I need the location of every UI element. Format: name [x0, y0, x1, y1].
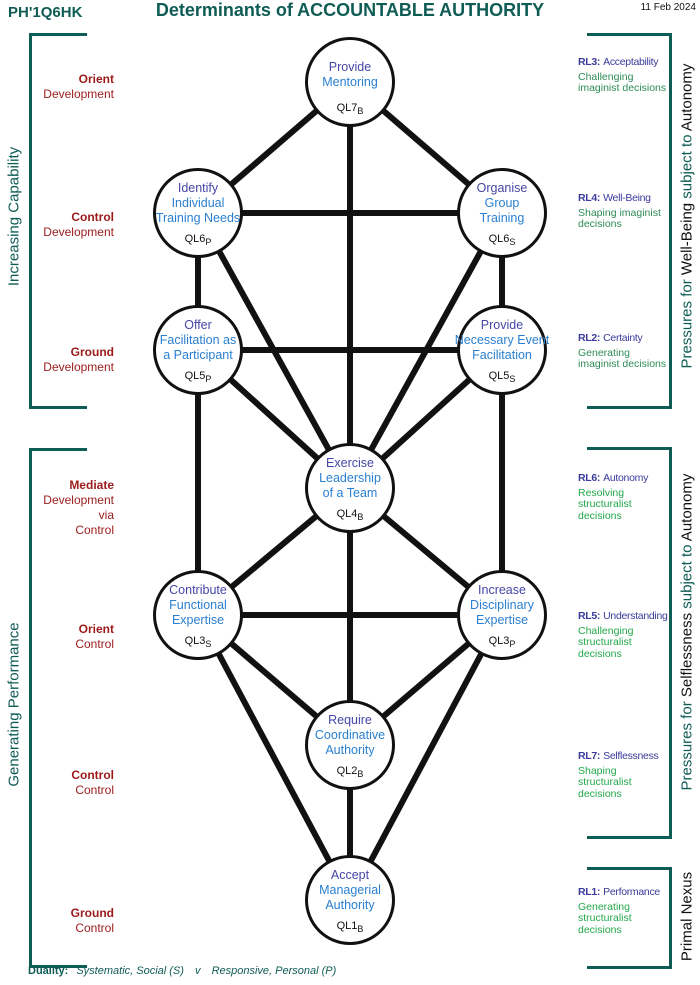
node-label: Require Coordinative Authority — [314, 713, 386, 757]
node-code: QL5P — [184, 370, 212, 385]
node-code: QL5S — [488, 370, 516, 385]
node-label: Increase Disciplinary Expertise — [470, 583, 534, 627]
right-bracket-wellbeing — [587, 33, 672, 409]
page-title: Determinants of ACCOUNTABLE AUTHORITY — [155, 0, 545, 20]
edge-ql3s-ql1 — [195, 613, 353, 902]
node-code: QL3P — [488, 635, 516, 650]
node-code: QL7B — [336, 102, 364, 117]
node-label: Provide Necessary Event Facilitation — [454, 318, 550, 362]
node-code: QL1B — [336, 920, 364, 935]
node-code: QL3S — [184, 635, 212, 650]
footer-duality: Duality:Systematic, Social (S) v Respons… — [28, 965, 337, 977]
page-date: 11 Feb 2024 — [640, 2, 696, 13]
node-label: Identify Individual Training Needs — [155, 181, 241, 225]
node-code: QL4B — [336, 508, 364, 523]
page-code: PH'1Q6HK — [8, 4, 83, 21]
node-label: Organise Group Training — [476, 181, 528, 225]
node-label: Exercise Leadership of a Team — [319, 456, 381, 500]
node-code: QL2B — [336, 765, 364, 780]
right-bracket-selflessness — [587, 447, 672, 839]
edge-ql3p-ql1 — [347, 613, 505, 902]
node-label: Offer Facilitation as a Participant — [159, 318, 237, 362]
right-bracket-primal — [587, 867, 672, 969]
node-code: QL6P — [184, 233, 212, 248]
node-label: Accept Managerial Authority — [319, 868, 381, 912]
left-bracket-performance — [29, 448, 87, 968]
left-bracket-capability — [29, 33, 87, 409]
node-label: Provide Mentoring — [322, 60, 378, 89]
node-label: Contribute Functional Expertise — [169, 583, 227, 627]
node-code: QL6S — [488, 233, 516, 248]
